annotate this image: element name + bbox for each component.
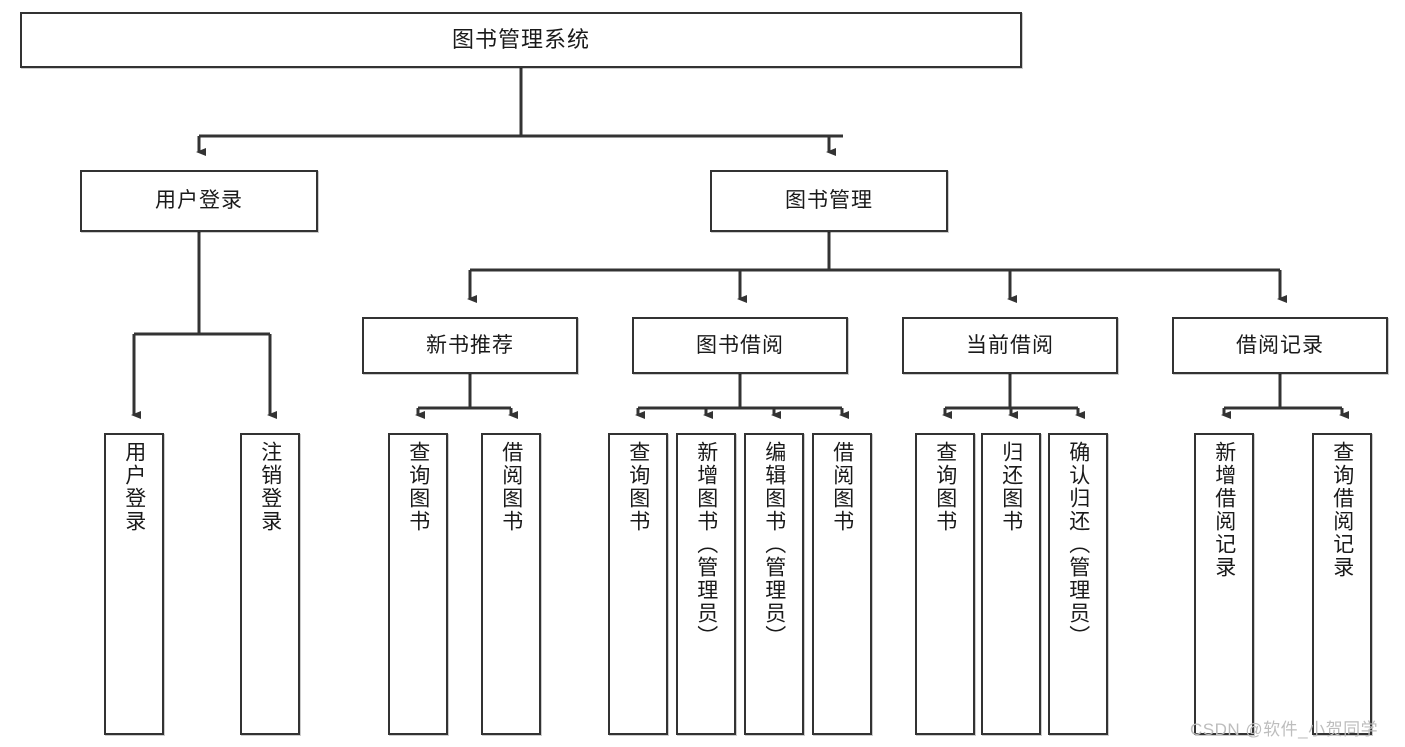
leaf-add-book-admin-label: 新增图书（管理员）: [694, 441, 718, 648]
csdn-watermark: CSDN @软件_小贺同学: [1190, 720, 1379, 739]
node-user-login-label: 用户登录: [155, 189, 243, 213]
leaf-query-borrow-record-label: 查询借阅记录: [1330, 441, 1354, 579]
leaf-add-borrow-record-label: 新增借阅记录: [1212, 441, 1236, 579]
leaf-user-login-label: 用户登录: [122, 441, 146, 533]
leaf-add-borrow-record[interactable]: 新增借阅记录: [1194, 433, 1254, 735]
leaf-borrow-book[interactable]: 借阅图书: [812, 433, 872, 735]
node-book-management-label: 图书管理: [785, 189, 873, 213]
node-book-management[interactable]: 图书管理: [710, 170, 948, 232]
leaf-user-login[interactable]: 用户登录: [104, 433, 164, 735]
leaf-edit-book-admin[interactable]: 编辑图书（管理员）: [744, 433, 804, 735]
leaf-confirm-return-admin[interactable]: 确认归还（管理员）: [1048, 433, 1108, 735]
node-user-login[interactable]: 用户登录: [80, 170, 318, 232]
leaf-query-book-current-label: 查询图书: [933, 441, 957, 533]
node-root-label: 图书管理系统: [451, 26, 590, 52]
leaf-borrow-book-newbook[interactable]: 借阅图书: [481, 433, 541, 735]
leaf-query-book-borrow[interactable]: 查询图书: [608, 433, 668, 735]
leaf-query-book-borrow-label: 查询图书: [626, 441, 650, 533]
leaf-borrow-book-newbook-label: 借阅图书: [499, 441, 523, 533]
node-book-borrow-label: 图书借阅: [696, 333, 784, 357]
node-book-borrow[interactable]: 图书借阅: [632, 317, 848, 374]
leaf-borrow-book-label: 借阅图书: [830, 441, 854, 533]
leaf-query-book-newbook[interactable]: 查询图书: [388, 433, 448, 735]
leaf-query-borrow-record[interactable]: 查询借阅记录: [1312, 433, 1372, 735]
node-new-book-recommend-label: 新书推荐: [426, 333, 514, 357]
node-new-book-recommend[interactable]: 新书推荐: [362, 317, 578, 374]
leaf-return-book-label: 归还图书: [999, 441, 1023, 533]
leaf-logout[interactable]: 注销登录: [240, 433, 300, 735]
leaf-query-book-current[interactable]: 查询图书: [915, 433, 975, 735]
node-current-borrow-label: 当前借阅: [966, 333, 1054, 357]
leaf-edit-book-admin-label: 编辑图书（管理员）: [762, 441, 786, 648]
node-borrow-record-label: 借阅记录: [1236, 333, 1324, 357]
leaf-return-book[interactable]: 归还图书: [981, 433, 1041, 735]
leaf-query-book-newbook-label: 查询图书: [406, 441, 430, 533]
leaf-confirm-return-admin-label: 确认归还（管理员）: [1066, 441, 1090, 648]
leaf-logout-label: 注销登录: [258, 441, 282, 533]
node-current-borrow[interactable]: 当前借阅: [902, 317, 1118, 374]
node-borrow-record[interactable]: 借阅记录: [1172, 317, 1388, 374]
node-root[interactable]: 图书管理系统: [20, 12, 1022, 68]
leaf-add-book-admin[interactable]: 新增图书（管理员）: [676, 433, 736, 735]
